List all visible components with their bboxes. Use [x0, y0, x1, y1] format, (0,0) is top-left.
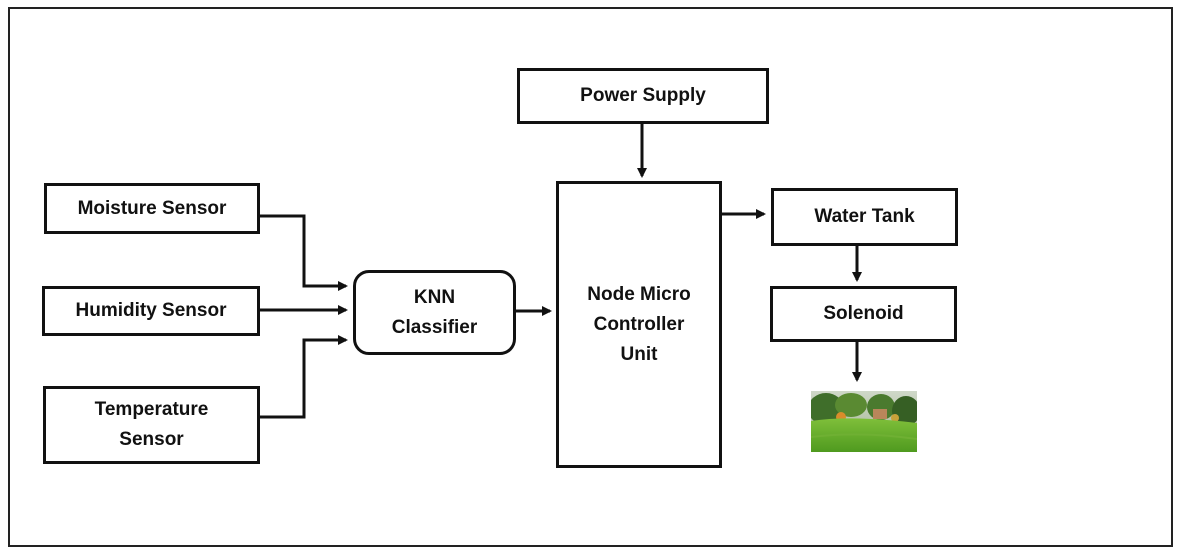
- garden-image: [811, 391, 917, 452]
- mcu-box: Node Micro Controller Unit: [556, 181, 722, 468]
- power-supply-box: Power Supply: [517, 68, 769, 124]
- temperature-sensor-label: Temperature Sensor: [94, 399, 209, 450]
- arrow-temperature-to-knn: [258, 335, 348, 419]
- power-supply-label: Power Supply: [580, 85, 706, 106]
- knn-classifier-label: KNN Classifier: [391, 286, 478, 338]
- solenoid-box: Solenoid: [770, 286, 957, 342]
- moisture-sensor-label: Moisture Sensor: [77, 197, 227, 219]
- mcu-label: Node Micro Controller Unit: [587, 283, 691, 365]
- moisture-sensor-box: Moisture Sensor: [44, 183, 260, 234]
- knn-classifier-box: KNN Classifier: [353, 270, 516, 355]
- humidity-sensor-label: Humidity Sensor: [75, 300, 227, 321]
- water-tank-box: Water Tank: [771, 188, 958, 246]
- arrow-moisture-to-knn: [258, 214, 348, 291]
- temperature-sensor-box: Temperature Sensor: [43, 386, 260, 464]
- humidity-sensor-box: Humidity Sensor: [42, 286, 260, 336]
- solenoid-label: Solenoid: [823, 303, 904, 324]
- water-tank-label: Water Tank: [814, 206, 915, 227]
